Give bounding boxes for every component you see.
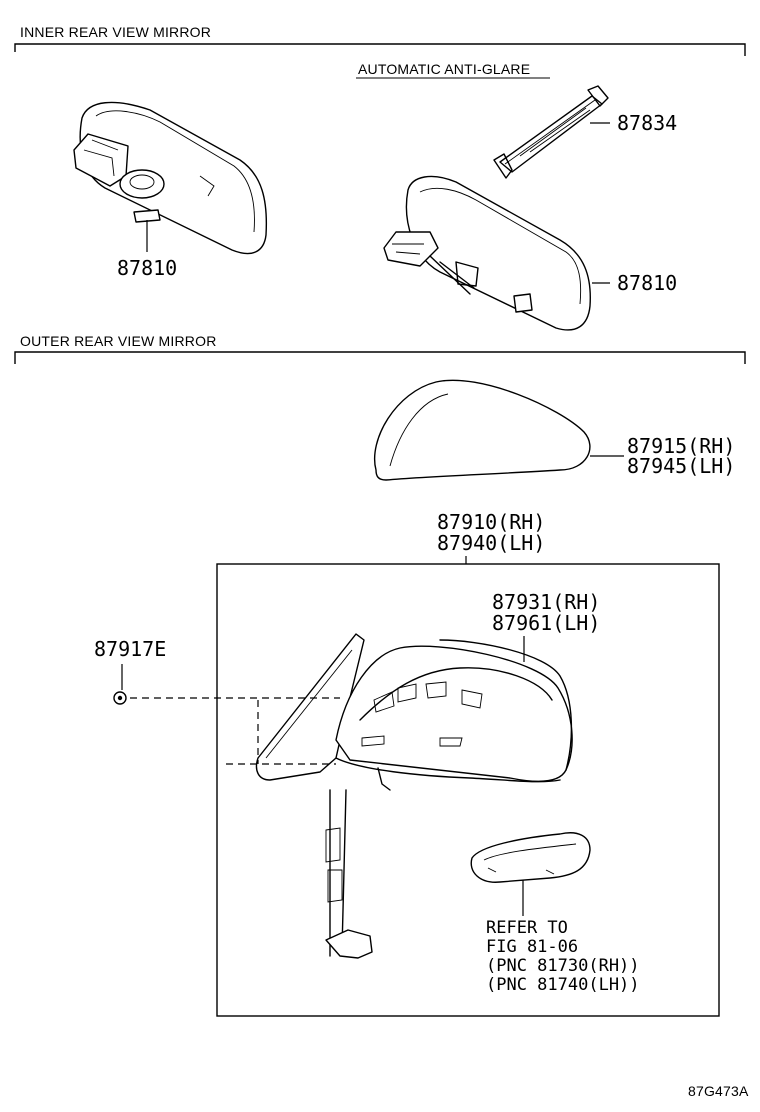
section-bracket-inner bbox=[14, 43, 746, 56]
refer-line-4: (PNC 81740(LH)) bbox=[486, 975, 640, 995]
section-title-inner: INNER REAR VIEW MIRROR bbox=[20, 24, 211, 40]
figure-id: 87G473A bbox=[688, 1083, 749, 1099]
inner-mirror-left-illustration bbox=[73, 101, 268, 255]
part-87810-b: 87810 bbox=[617, 271, 677, 295]
part-87834: 87834 bbox=[617, 111, 677, 135]
subtitle-auto-anti-glare: AUTOMATIC ANTI-GLARE bbox=[358, 61, 530, 77]
refer-line-2: FIG 81-06 bbox=[486, 937, 578, 957]
assembly-box bbox=[216, 563, 720, 1017]
outer-mirror-assembly-illustration bbox=[255, 633, 573, 959]
turn-signal-illustration bbox=[470, 832, 591, 883]
mirror-cover-illustration bbox=[374, 379, 591, 481]
sensor-strip-87834-illustration bbox=[493, 85, 609, 179]
part-87810-a: 87810 bbox=[117, 256, 177, 280]
part-87961: 87961(LH) bbox=[492, 611, 600, 635]
part-87940: 87940(LH) bbox=[437, 531, 545, 555]
screw-icon bbox=[113, 691, 127, 705]
section-title-outer: OUTER REAR VIEW MIRROR bbox=[20, 333, 217, 349]
refer-line-3: (PNC 81730(RH)) bbox=[486, 956, 640, 976]
part-87917E: 87917E bbox=[94, 637, 166, 661]
section-bracket-outer bbox=[14, 351, 746, 364]
part-87915: 87915(RH) bbox=[627, 434, 735, 458]
inner-mirror-auto-illustration bbox=[383, 175, 591, 331]
part-87931: 87931(RH) bbox=[492, 590, 600, 614]
part-87945: 87945(LH) bbox=[627, 454, 735, 478]
part-87910: 87910(RH) bbox=[437, 510, 545, 534]
refer-line-1: REFER TO bbox=[486, 918, 568, 938]
